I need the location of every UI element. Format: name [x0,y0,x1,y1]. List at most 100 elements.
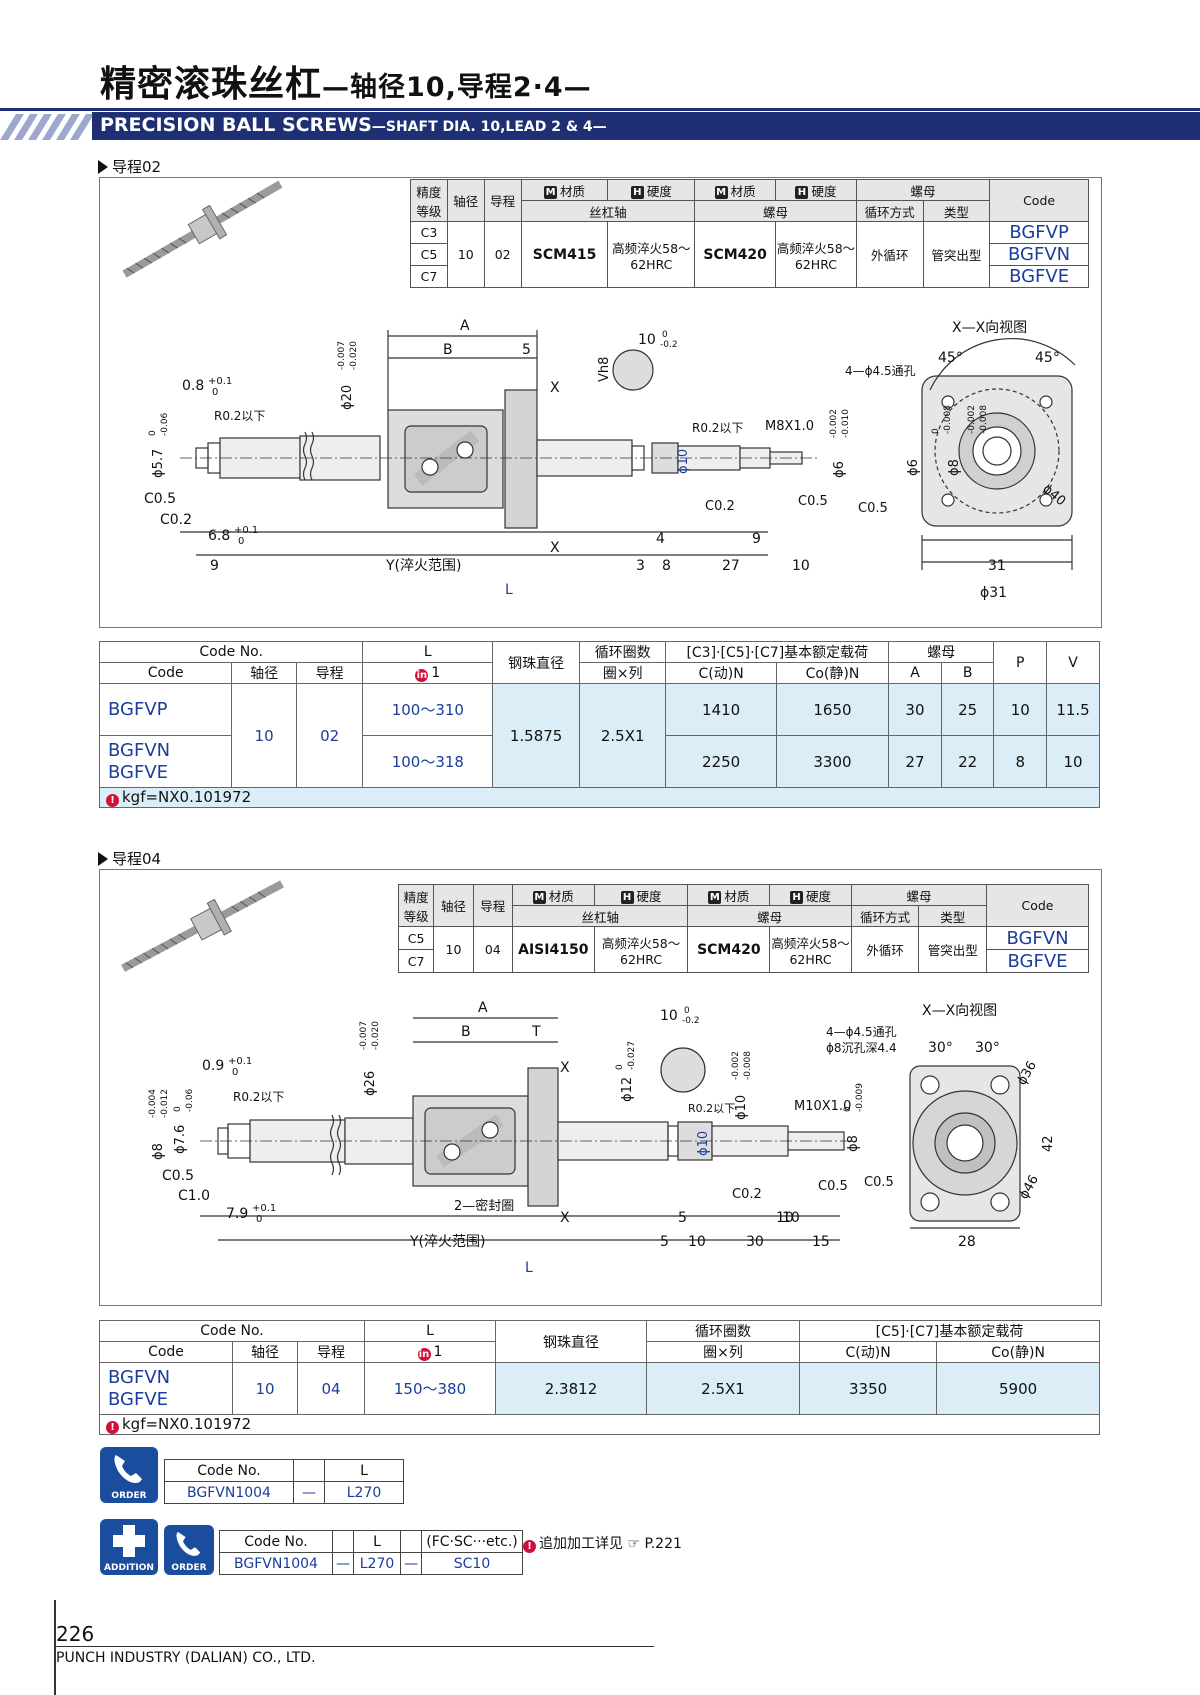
dim-text: 10 [782,1210,800,1226]
dim-text: -0.008 [943,405,953,434]
dim-text: ϕ10 [734,1095,749,1120]
dim-text: X [560,1210,570,1226]
dim-text: -0.06 [160,412,170,436]
dim-text: 9 [210,558,219,574]
dim-text: Y(淬火范围) [385,557,461,574]
dim-text: ϕ6 [906,459,921,476]
dim-text: -0.008 [743,1051,753,1080]
dim-text: C0.5 [864,1175,894,1190]
dim-text: 3 [636,558,645,574]
dim-text: ϕ8 [151,1143,166,1160]
dim-text: 9 [752,531,761,547]
footer-line [54,1646,654,1647]
dim-text: +0.1 [234,525,258,536]
dim-text: L [525,1260,533,1276]
inch-unit-icon: in [415,668,429,682]
dim-text: 30° [975,1040,1000,1056]
dim-text: 6.8 [208,528,230,544]
dim-text: 10 [688,1234,706,1250]
addition-icon: ADDITION [100,1519,158,1575]
dim-text: 45° [1035,350,1060,366]
dim-text: 0 [212,387,218,398]
dim-text: 27 [722,558,740,574]
table-row: BGFVN BGFVE 10 04 150～380 2.3812 2.5X1 3… [99,1362,1100,1415]
dim-text: -0.002 [731,1051,741,1080]
dim-text: 0 [931,428,941,434]
dim-text: M10X1.0 [794,1099,851,1114]
dim-text: 7.9 [226,1206,248,1222]
section-lead02-label: 导程02 [98,156,161,177]
dim-text: C0.2 [160,512,192,528]
info-icon: ! [106,794,119,807]
dim-text: -0.012 [160,1089,170,1118]
dim-text: 2—密封圈 [454,1198,514,1214]
dim-text: C0.2 [732,1187,762,1202]
dim-text: ϕ20 [340,385,355,410]
addition-note: !追加加工详见 ☞ P.221 [523,1533,682,1553]
dim-text: 30° [928,1040,953,1056]
dim-text: 0 [615,1064,625,1070]
dim-text: -0.020 [349,341,359,370]
ball-screw-photo [121,880,284,972]
dim-text: 0 [232,1067,238,1078]
dim-text: B [461,1024,471,1040]
dim-text: 0 [662,330,668,340]
dim-text: C0.5 [798,494,828,509]
dim-text: -0.020 [371,1021,381,1050]
dim-text: B [443,342,453,358]
dim-text: -0.010 [841,409,851,438]
dim-text: 0 [238,536,244,547]
dim-text: A [478,1000,488,1016]
page-ref-link[interactable]: P.221 [644,1536,682,1552]
dim-text: 0 [148,430,158,436]
dim-text: +0.1 [208,376,232,387]
dim-text: C0.5 [144,491,176,507]
dim-text: A [460,318,470,334]
dim-text: ϕ7.6 [173,1125,188,1154]
dim-text: -0.2 [682,1016,700,1026]
dim-text: -0.008 [979,405,989,434]
dim-text: 5 [660,1234,669,1250]
section-lead04-label: 导程04 [98,848,161,869]
dim-text: 5 [522,342,531,358]
material-icon: M [532,890,546,904]
title-banner [0,108,1200,140]
dim-text: -0.004 [148,1089,158,1118]
dim-text: 0.8 [182,378,204,394]
dim-text: 4 [656,531,665,547]
data-table-lead02: Code No. L 钢珠直径 循环圈数 [C3]·[C5]·[C7]基本额定载… [98,641,1100,808]
info-icon: ! [523,1540,536,1553]
dim-text: C0.5 [858,501,888,516]
english-title-bar [92,112,1200,140]
table-row: BGFVN BGFVE 100～318 2250 3300 27 22 8 10 [98,735,1100,788]
table-row: BGFVP 10 02 100～310 1.5875 2.5X1 1410 16… [98,683,1100,788]
order-icon: ORDER [100,1447,158,1503]
technical-drawing-lead04: A B T 0.9 +0.1 0 R0.2以下 ϕ26 -0.007 -0.02… [148,1000,1056,1276]
view-title: X—X向视图 [922,1003,997,1019]
dim-text: C1.0 [178,1188,210,1204]
material-icon: M [714,185,728,199]
hardness-icon: H [795,185,809,199]
dim-text: 31 [988,558,1006,574]
dim-text: 45° [938,350,963,366]
dim-text: 0 [684,1006,690,1016]
order-example-table: Code No. L BGFVN1004 — L270 [164,1459,404,1504]
dim-text: R0.2以下 [688,1102,735,1115]
dim-text: 0 [843,1106,853,1112]
dim-text: 4—ϕ4.5通孔 [826,1025,897,1039]
material-icon: M [708,890,722,904]
dim-text: -0.2 [660,340,678,350]
ball-screw-photo [122,180,283,278]
triangle-icon [98,160,108,174]
dim-text: 10 [792,558,810,574]
dim-text: 30 [746,1234,764,1250]
dim-text: ϕ12 [620,1077,635,1102]
dim-text: -0.027 [627,1041,637,1070]
dim-text: 0 [173,1106,183,1112]
order-icon: ORDER [164,1525,214,1575]
dim-text: R0.2以下 [214,409,265,423]
technical-drawing-lead02: A B 5 0.8 +0.1 0 R0.2以下 ϕ20 -0.007 -0.02… [144,318,1076,601]
dim-text: X [550,540,560,556]
dim-text: Y(淬火范围) [409,1233,485,1250]
